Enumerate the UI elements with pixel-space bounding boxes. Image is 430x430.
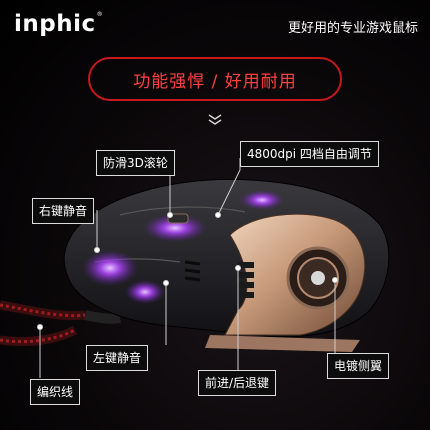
- double-chevron-down-icon: [208, 114, 222, 125]
- feature-banner: 功能强悍 / 好用耐用: [88, 57, 342, 101]
- callout-side-wing-text: 电镀侧翼: [334, 359, 383, 373]
- header-tagline: 更好用的专业游戏鼠标: [287, 21, 418, 36]
- callout-left-button: 左键静音: [86, 345, 149, 371]
- callout-left-button-text: 左键静音: [93, 351, 142, 365]
- callout-side-buttons: 前进/后退键: [198, 370, 277, 396]
- callout-right-button-text: 右键静音: [39, 204, 88, 218]
- braided-cable: [0, 300, 121, 347]
- callout-scroll-wheel-text: 防滑3D滚轮: [103, 156, 168, 170]
- callout-dpi: 4800dpi 四档自由调节: [240, 141, 379, 167]
- mouse-body: [63, 178, 390, 352]
- callout-dpi-text: 4800dpi 四档自由调节: [247, 147, 372, 161]
- registered-mark: ®: [96, 11, 104, 18]
- callout-side-wing: 电镀侧翼: [327, 353, 390, 379]
- callout-scroll-wheel: 防滑3D滚轮: [96, 150, 175, 176]
- callout-right-button: 右键静音: [32, 198, 95, 224]
- brand-logo: inphic®: [14, 11, 103, 37]
- callout-side-buttons-text: 前进/后退键: [205, 376, 270, 390]
- callout-cable: 编织线: [30, 379, 81, 405]
- brand-name: inphic: [14, 11, 96, 37]
- callout-cable-text: 编织线: [37, 385, 74, 399]
- feature-banner-text: 功能强悍 / 好用耐用: [133, 71, 297, 92]
